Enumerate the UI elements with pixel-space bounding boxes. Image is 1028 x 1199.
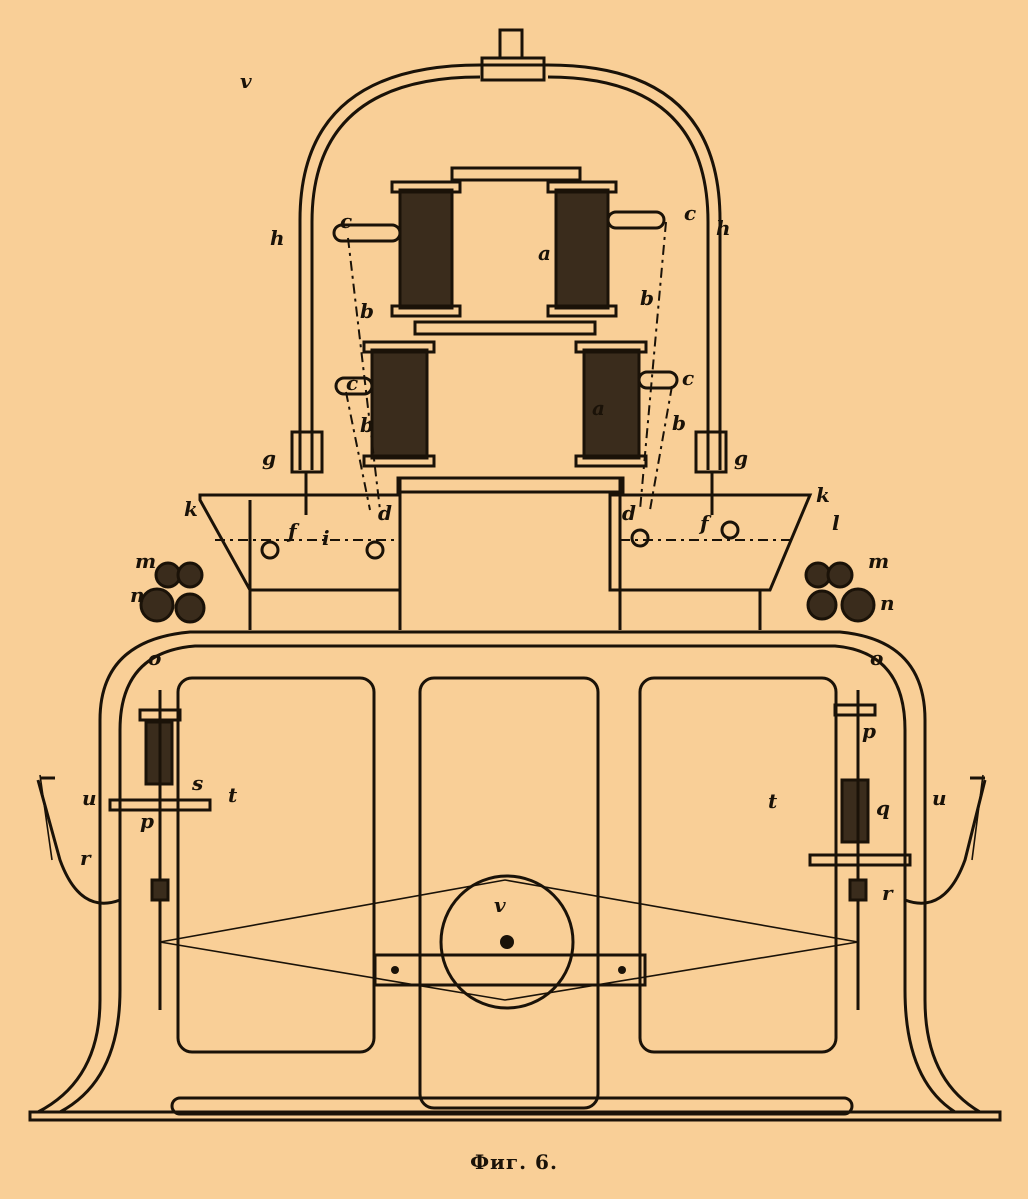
label-n-right: n — [880, 591, 895, 615]
label-a-lower: a — [592, 396, 605, 420]
label-o-left: o — [148, 646, 161, 670]
label-p-right: p — [862, 719, 876, 743]
label-h-left: h — [270, 226, 285, 250]
label-g-left: g — [262, 446, 276, 470]
trough-left — [198, 493, 402, 592]
label-k-left: k — [184, 497, 198, 521]
frame-window-left — [176, 676, 376, 1054]
bobbin-lower-right — [582, 348, 641, 460]
label-c-ul: c — [340, 209, 352, 233]
bobbin-lower-left — [370, 348, 429, 460]
label-p-left: p — [140, 809, 154, 833]
bobbin-upper-right — [554, 188, 610, 310]
rollers-left — [139, 561, 206, 624]
label-b-ll: b — [360, 413, 374, 437]
label-f-left: f — [286, 519, 300, 543]
label-c-ll: c — [346, 371, 358, 395]
label-k-right: k — [816, 483, 830, 507]
frame-window-right — [638, 676, 838, 1054]
trough-right — [608, 493, 813, 592]
label-b-lr: b — [672, 411, 686, 435]
label-r-left: r — [80, 846, 92, 870]
label-v-top: v — [240, 69, 252, 93]
tap-left — [290, 430, 324, 474]
spindle-right — [808, 690, 912, 1010]
figure-caption: Фиг. 6. — [470, 1150, 558, 1174]
label-q-right: q — [876, 796, 890, 820]
label-h-right: h — [716, 216, 731, 240]
label-n-left: n — [130, 583, 145, 607]
label-m-left: m — [135, 549, 156, 573]
label-u-left: u — [82, 786, 97, 810]
label-c-ur: c — [684, 201, 696, 225]
label-o-right: o — [870, 646, 883, 670]
label-c-lr: c — [682, 366, 694, 390]
label-m-right: m — [868, 549, 889, 573]
label-u-right: u — [932, 786, 947, 810]
label-a-upper: a — [538, 241, 551, 265]
label-b-ur: b — [640, 286, 654, 310]
drive-belt — [159, 879, 859, 1001]
label-v-pulley: v — [494, 893, 506, 917]
label-t-left: t — [228, 783, 238, 807]
label-r-right: r — [882, 881, 894, 905]
label-b-ul: b — [360, 299, 374, 323]
drive-pulley — [439, 874, 575, 1010]
spindle-left — [108, 690, 212, 1010]
label-d-left: d — [378, 501, 392, 525]
label-t-right: t — [768, 789, 778, 813]
label-d-right: d — [622, 501, 636, 525]
bobbin-upper-left — [398, 188, 454, 310]
label-g-right: g — [734, 446, 748, 470]
machine-frame — [37, 630, 981, 1114]
overhead-pipe — [298, 63, 722, 470]
frame-window-center — [418, 676, 600, 1110]
label-s-left: s — [191, 771, 203, 795]
label-f-right: f — [698, 511, 712, 535]
rollers-right — [804, 561, 876, 623]
label-i-left: i — [322, 526, 330, 550]
pipe-tee-valve — [480, 56, 546, 82]
label-l-right: l — [832, 511, 840, 535]
